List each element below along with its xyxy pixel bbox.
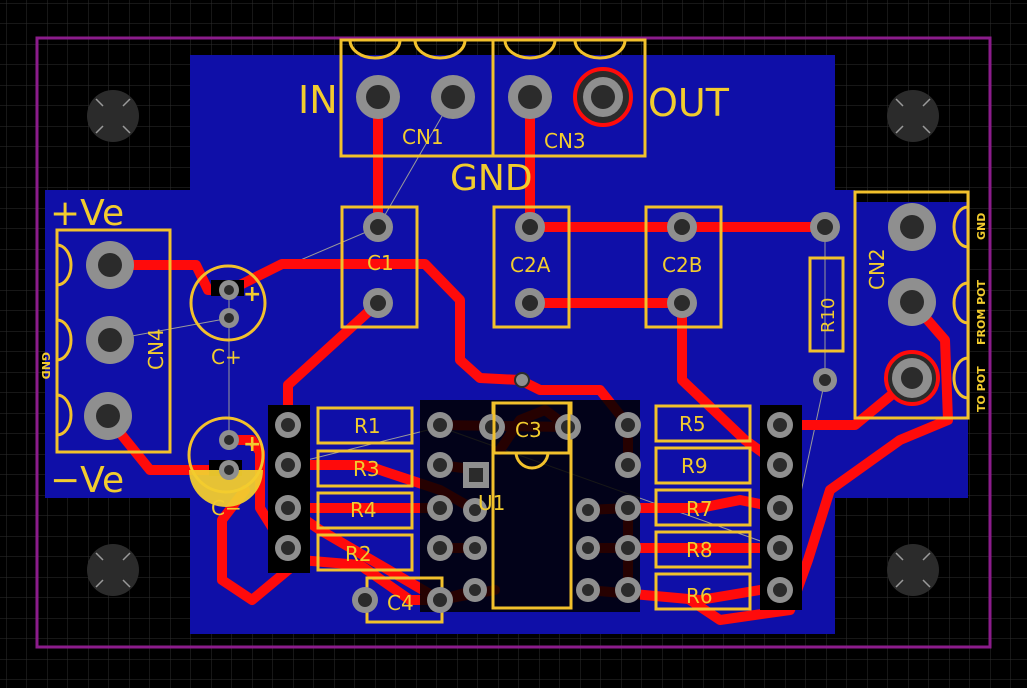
mounting-hole [887,90,939,142]
label-gnd: GND [450,158,533,199]
label-c4: C4 [387,591,414,615]
label-cn1: CN1 [402,125,444,149]
ic-u1 [420,400,641,612]
board-outline [35,36,992,649]
trace [685,297,953,625]
label-c1: C1 [367,251,394,275]
mounting-holes [87,90,939,596]
label-c-minus: C− [211,496,242,520]
label-c3: C3 [515,418,542,442]
label-pos-ve: +Ve [50,193,124,234]
label-cn3: CN3 [544,129,586,153]
connector-cn2 [853,190,970,420]
label-cn4: CN4 [144,328,168,370]
label-r1: R1 [354,414,381,438]
trace [225,259,525,385]
label-cn2-from-pot: FROM POT [975,279,988,345]
label-cn2-gnd: GND [975,213,988,240]
label-c-plus: C+ [211,345,242,369]
label-plus-mark-2: + [243,432,261,457]
label-r7: R7 [686,497,713,521]
label-c2a: C2A [510,253,551,277]
label-cn2-to-pot: TO POT [975,366,988,412]
via [514,372,530,388]
label-out: OUT [648,81,730,125]
small-capacitors [352,401,571,624]
mounting-hole [87,544,139,596]
mounting-hole [87,90,139,142]
mounting-hole [887,544,939,596]
label-r2: R2 [345,542,372,566]
label-in: IN [298,78,338,122]
connector-cn1-cn3 [339,38,647,158]
label-neg-ve: −Ve [50,460,124,501]
label-r9: R9 [681,454,708,478]
label-r8: R8 [686,538,713,562]
silkscreen-labels: IN OUT GND +Ve −Ve CN1 CN3 CN4 CN2 GND G… [39,78,988,615]
label-r4: R4 [350,498,377,522]
electrolytic-capacitors [187,264,267,507]
label-u1: U1 [478,491,505,515]
label-r6: R6 [686,584,713,608]
label-cn4-gnd: GND [39,352,52,379]
label-r5: R5 [679,412,706,436]
label-cn2: CN2 [865,248,889,290]
label-plus-mark-1: + [243,282,261,307]
film-capacitors [340,205,723,329]
label-c2b: C2B [662,253,702,277]
resistor-r10 [808,212,845,392]
resistors [316,404,752,611]
label-r10: R10 [818,298,839,333]
connector-cn4 [55,228,172,454]
label-r3: R3 [353,457,380,481]
resistor-pads [268,405,802,610]
